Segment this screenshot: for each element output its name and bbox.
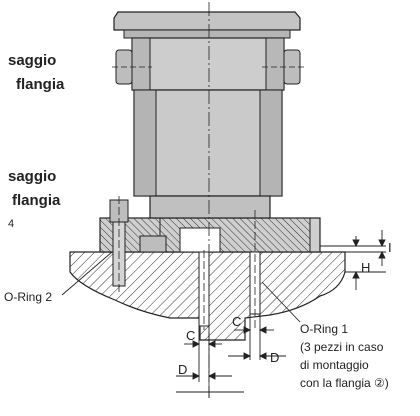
heading-middle-line3: 4 <box>8 218 15 230</box>
oring1-note-line3: con la flangia ②) <box>300 376 389 390</box>
flange-plate <box>99 217 321 253</box>
heading-top-line1: saggio <box>8 52 57 69</box>
heading-middle-line1: saggio <box>8 168 57 185</box>
body-lower <box>133 89 283 219</box>
height-dimension <box>320 230 386 290</box>
dim-d-right: D <box>270 350 280 365</box>
body-top-cap <box>113 11 301 39</box>
dimension-lines <box>176 314 286 382</box>
dim-c-right: C <box>232 314 242 329</box>
port-holes <box>198 210 261 330</box>
dim-i: I <box>388 240 392 255</box>
oring1-label: O-Ring 1 <box>300 322 349 336</box>
heading-top-line2: flangia <box>16 76 65 93</box>
oring1-note-line1: (3 pezzi in caso <box>300 340 384 354</box>
body-upper <box>112 37 304 91</box>
mounting-bolt <box>109 196 167 292</box>
dim-h: H <box>361 260 371 275</box>
dim-c-left: C <box>186 328 196 343</box>
oring2-label: O-Ring 2 <box>4 290 53 304</box>
heading-middle-line2: flangia <box>12 192 61 209</box>
leader-lines <box>61 251 301 323</box>
oring1-note-line2: di montaggio <box>300 358 369 372</box>
dim-d-left: D <box>178 362 188 377</box>
bottom-stub <box>176 386 244 398</box>
